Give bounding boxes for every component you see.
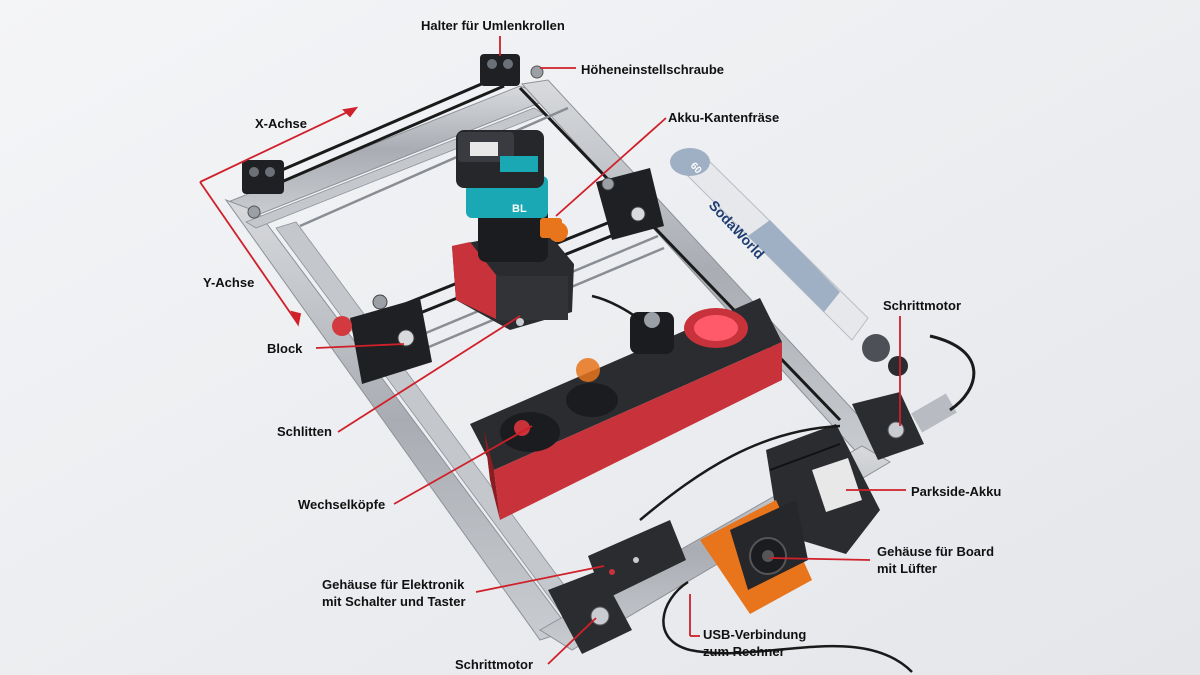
label-gehaeuse-board-line2: mit Lüfter	[877, 561, 937, 576]
label-parkside: Parkside-Akku	[911, 484, 1002, 499]
label-gehaeuse-elektronik-line2: mit Schalter und Taster	[322, 594, 466, 609]
label-x-achse: X-Achse	[255, 116, 308, 131]
cables	[591, 294, 913, 673]
label-usb: USB-Verbindung zum Rechner	[703, 626, 806, 660]
label-schrittmotor-right: Schrittmotor	[883, 298, 961, 313]
electronics-housing	[588, 520, 686, 600]
label-y-achse: Y-Achse	[203, 275, 255, 290]
stepper-motor-bottom	[548, 570, 632, 654]
tool-holder	[470, 298, 782, 520]
stepper-motor-right	[852, 334, 976, 460]
label-gehaeuse-elektronik-line1: Gehäuse für Elektronik	[322, 577, 465, 592]
label-akku-fraese: Akku-Kantenfräse	[668, 110, 780, 125]
annotation-lines	[199, 36, 906, 665]
y-axis-blocks	[332, 168, 664, 384]
label-wechselkoepfe: Wechselköpfe	[298, 497, 386, 512]
label-block: Block	[267, 341, 303, 356]
tool-badge: BL	[512, 203, 527, 215]
label-usb-line2: zum Rechner	[703, 644, 785, 659]
label-halter: Halter für Umlenkrollen	[421, 18, 565, 33]
label-gehaeuse-elektronik: Gehäuse für Elektronik mit Schalter und …	[322, 576, 466, 610]
label-hoehe: Höheneinstellschraube	[581, 62, 725, 77]
edge-router: BL	[456, 130, 568, 262]
label-gehaeuse-board-line1: Gehäuse für Board	[877, 544, 995, 559]
label-usb-line1: USB-Verbindung	[703, 627, 807, 642]
pulley-holders	[242, 54, 544, 219]
label-schrittmotor-bottom: Schrittmotor	[455, 657, 533, 672]
board-housing	[700, 500, 812, 614]
label-gehaeuse-board: Gehäuse für Board mit Lüfter	[877, 543, 994, 577]
label-schlitten: Schlitten	[277, 424, 332, 439]
